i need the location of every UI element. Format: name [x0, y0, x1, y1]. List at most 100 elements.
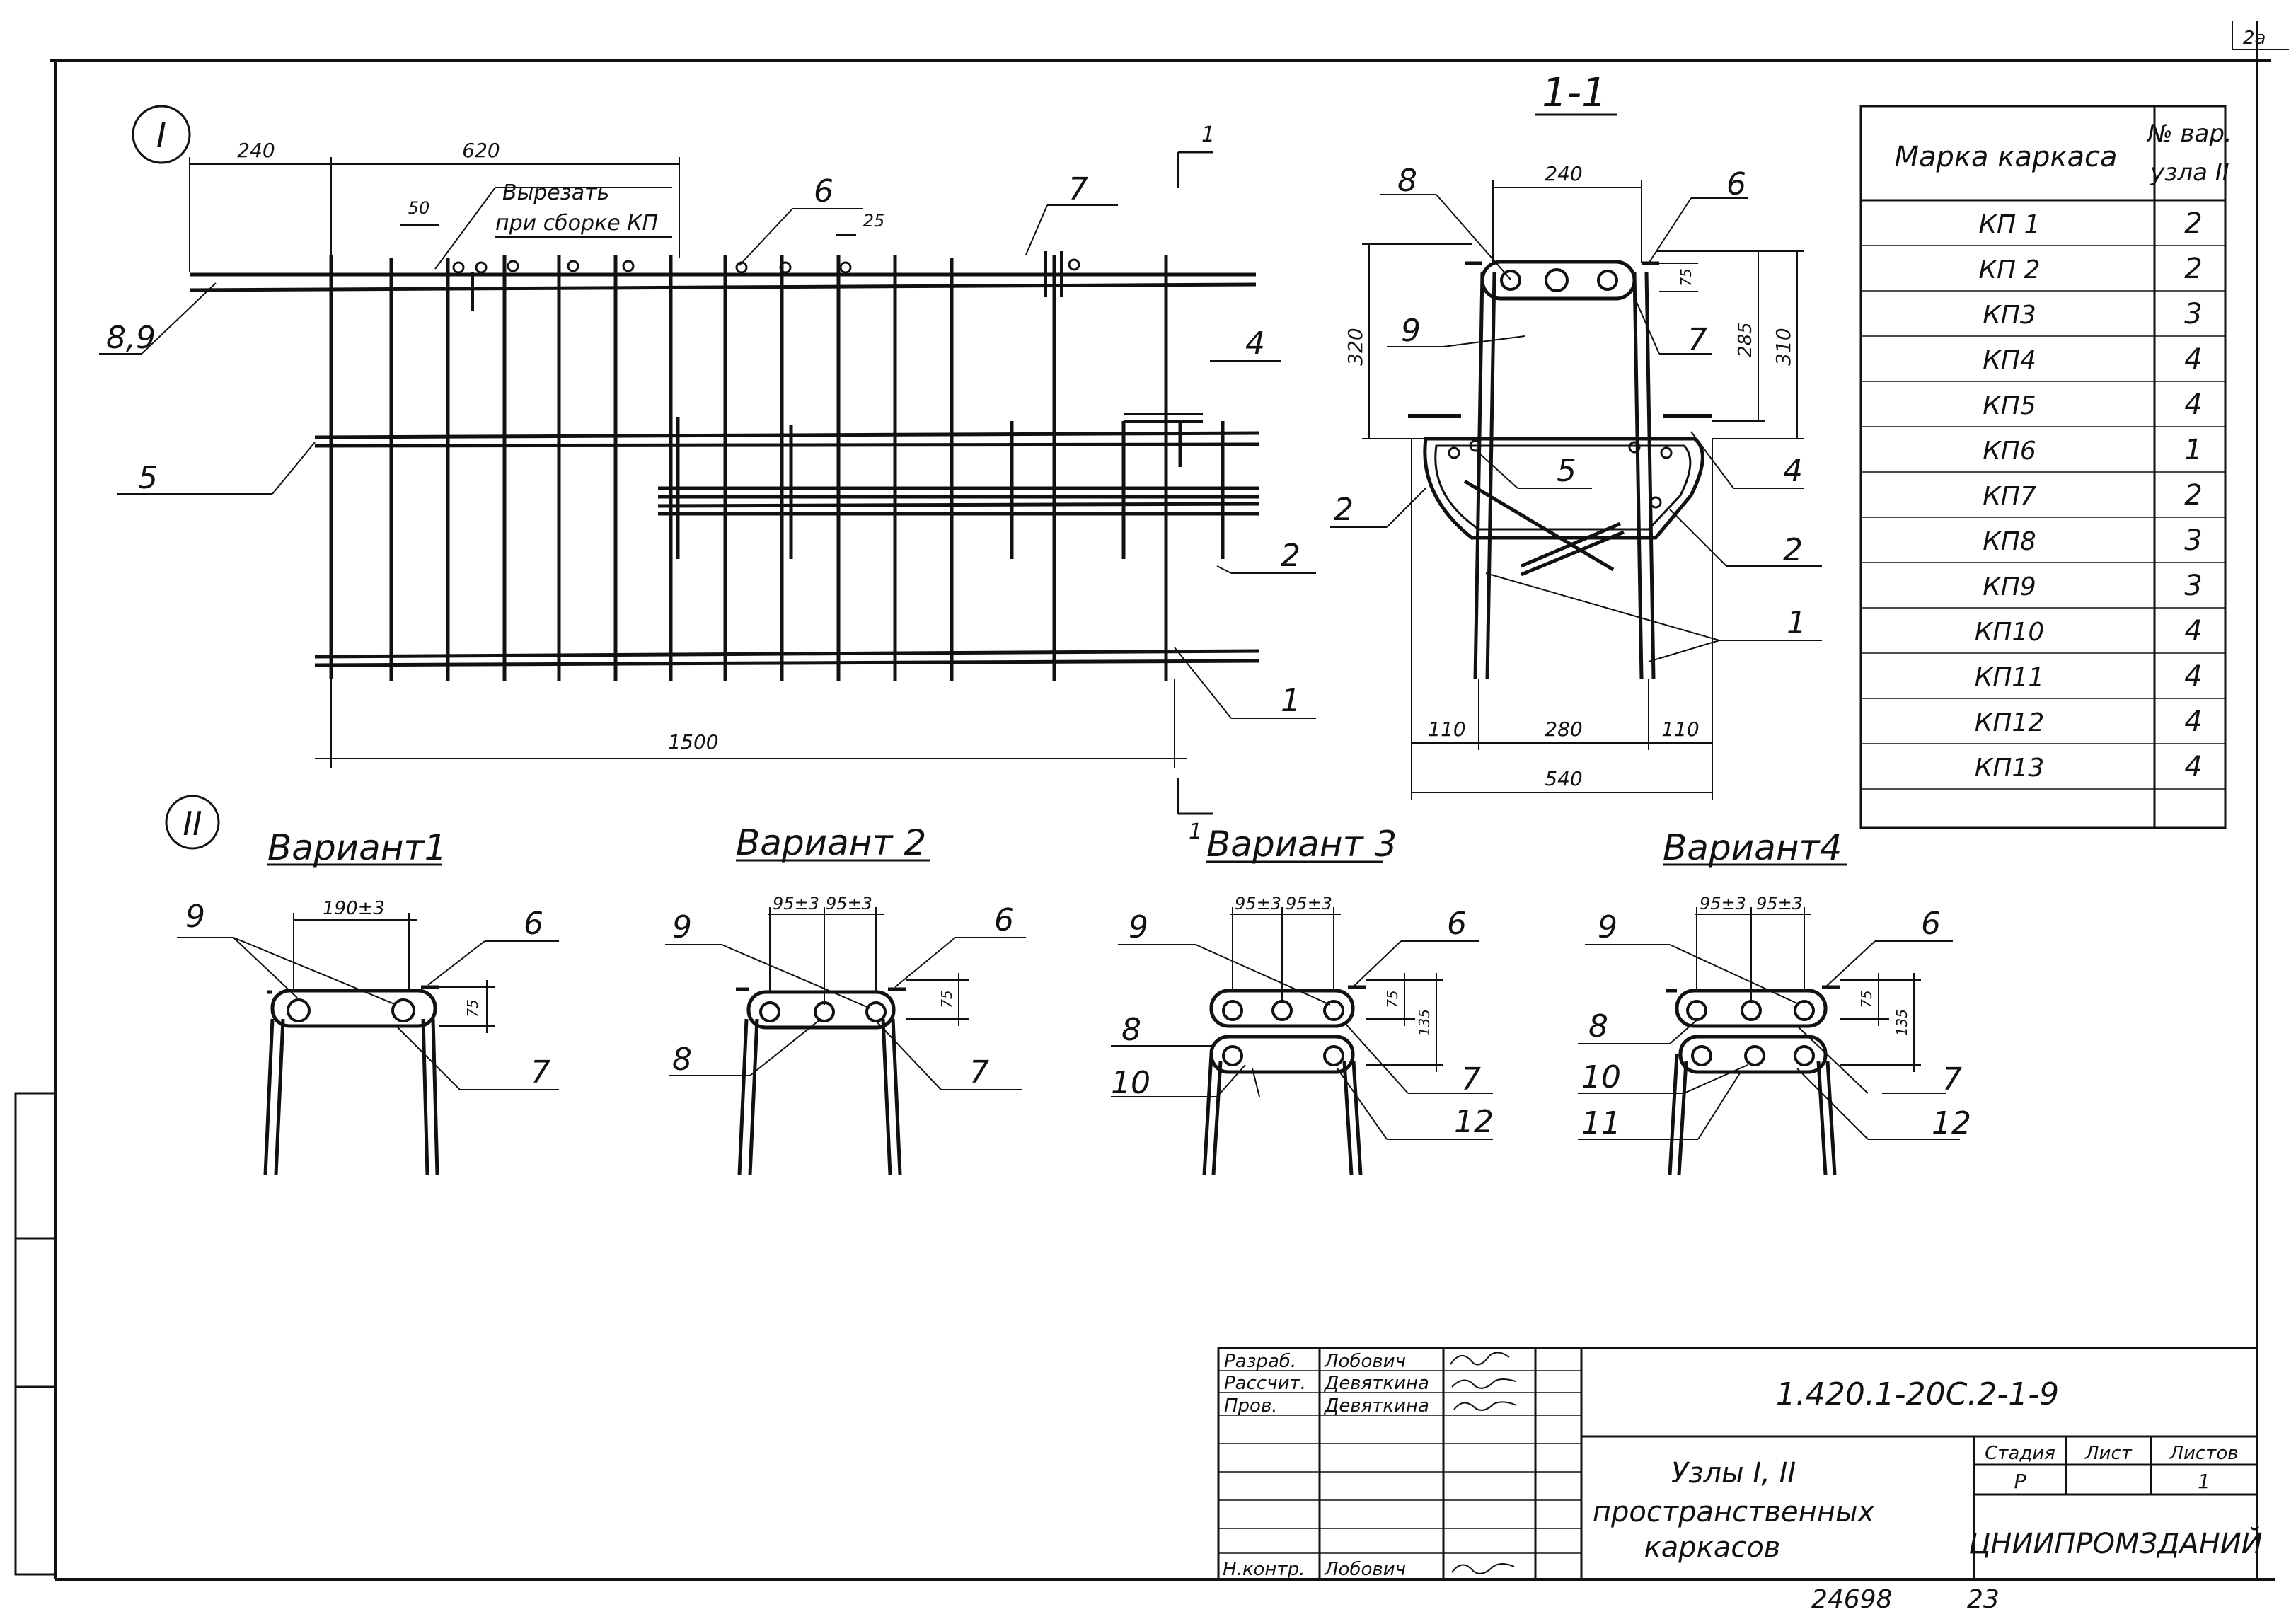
sec-label-5: 5 — [1557, 453, 1576, 489]
table-cell-mark: КП5 — [1983, 391, 2036, 420]
v1-label-9: 9 — [185, 899, 205, 935]
variant3-title: Вариант 3 — [1206, 824, 1397, 865]
v4-label-10: 10 — [1581, 1059, 1621, 1095]
sheet-frame — [50, 21, 2289, 1581]
v3-label-8: 8 — [1121, 1012, 1141, 1048]
tb-title-1: Узлы I, II — [1671, 1457, 1796, 1490]
tb-role-3: Пров. — [1224, 1395, 1278, 1417]
tb-stage-value: Р — [2014, 1470, 2026, 1493]
v2-label-7: 7 — [969, 1054, 989, 1090]
v1-dim-75: 75 — [464, 999, 481, 1017]
v4-label-6: 6 — [1921, 906, 1941, 942]
table-cell-variant: 3 — [2184, 524, 2202, 557]
sec-label-7: 7 — [1688, 322, 1707, 358]
sec-label-1: 1 — [1787, 605, 1806, 641]
node2-variants: II Вариант1 Вариант 2 Вариант 3 Вариант4 — [165, 795, 1971, 1175]
v4-label-7: 7 — [1942, 1061, 1962, 1097]
table-row: КП13 4 — [1975, 751, 2203, 783]
v2-label-6: 6 — [994, 902, 1014, 938]
v3-label-7: 7 — [1461, 1061, 1481, 1097]
v2-label-8: 8 — [672, 1042, 692, 1078]
v1-dim-190: 190±3 — [323, 898, 385, 919]
cross-detail — [471, 251, 1203, 423]
tb-sheet-label: Лист — [2084, 1443, 2133, 1464]
cut-mark-top: 1 — [1201, 122, 1215, 147]
table-cell-mark: КП3 — [1983, 301, 2036, 330]
v4-label-11: 11 — [1581, 1105, 1621, 1141]
table-cell-variant: 2 — [2184, 207, 2202, 240]
title-block: Разраб. Рассчит. Пров. Н.контр. Лобович … — [1217, 1347, 2263, 1581]
page-number: 23 — [1967, 1585, 2000, 1614]
node2-roman: II — [183, 805, 202, 843]
variant4-title: Вариант4 — [1663, 827, 1842, 868]
tb-name-1: Лобович — [1324, 1351, 1406, 1372]
table-cell-mark: КП7 — [1983, 482, 2036, 511]
tb-title-2: пространственных — [1593, 1496, 1875, 1528]
sec-label-8: 8 — [1397, 163, 1417, 199]
v4-label-8: 8 — [1588, 1008, 1608, 1044]
sec-dim-75: 75 — [1678, 268, 1695, 286]
node1-dimensions — [189, 157, 1187, 768]
variant3-drawing — [1202, 985, 1366, 1175]
tb-org: ЦНИИПРОМЗДАНИЙ — [1968, 1526, 2262, 1560]
table-cell-mark: КП13 — [1975, 754, 2044, 783]
v4-dim-75: 75 — [1858, 990, 1875, 1008]
tb-title-3: каркасов — [1644, 1531, 1781, 1564]
table-cell-mark: КП12 — [1975, 708, 2044, 737]
table-cell-variant: 4 — [2184, 751, 2202, 783]
variant2-drawing — [736, 987, 906, 1175]
corner-mark: 2a — [2243, 28, 2266, 49]
table-header-mark: Марка каркаса — [1894, 141, 2117, 173]
v2-dim-75: 75 — [938, 990, 955, 1008]
v3-dim-a: 95±3 — [1235, 894, 1281, 914]
sec-dim-310: 310 — [1772, 328, 1795, 365]
sec-label-6: 6 — [1726, 166, 1746, 202]
tb-role-4: Н.контр. — [1223, 1559, 1305, 1580]
sec-label-2-left: 2 — [1334, 492, 1354, 528]
table-cell-variant: 1 — [2184, 434, 2202, 466]
v1-label-6: 6 — [524, 906, 543, 942]
v3-dim-135: 135 — [1416, 1009, 1433, 1036]
tb-name-4: Лобович — [1324, 1559, 1406, 1580]
table-header-variant-2: узла II — [2150, 159, 2229, 187]
spacer-circles — [452, 258, 1080, 274]
tb-role-1: Разраб. — [1224, 1351, 1296, 1372]
node1-plan: I — [99, 105, 1316, 844]
v3-dim-b: 95±3 — [1286, 894, 1332, 914]
v3-label-6: 6 — [1447, 906, 1467, 942]
v3-label-12: 12 — [1454, 1104, 1494, 1140]
sec-label-2-right: 2 — [1783, 532, 1803, 568]
dim-620: 620 — [462, 139, 500, 162]
table-cell-variant: 3 — [2184, 298, 2202, 330]
dim-25: 25 — [863, 211, 885, 231]
table-cell-variant: 4 — [2184, 615, 2202, 647]
lower-short-bars — [676, 417, 1225, 559]
sec-dim-110-right: 110 — [1661, 718, 1699, 741]
section-dimensions — [1362, 180, 1804, 800]
sec-dim-240: 240 — [1545, 162, 1582, 185]
v1-label-7: 7 — [531, 1054, 550, 1090]
variant4-drawing — [1666, 985, 1840, 1175]
label-2: 2 — [1281, 538, 1300, 574]
label-5: 5 — [138, 460, 158, 496]
v3-label-10: 10 — [1111, 1065, 1150, 1101]
tb-stage-label: Стадия — [1985, 1443, 2055, 1464]
tb-role-2: Рассчит. — [1224, 1373, 1306, 1394]
variant1-drawing — [263, 985, 439, 1175]
variant2-title: Вариант 2 — [736, 822, 926, 863]
sec-label-9: 9 — [1401, 313, 1421, 349]
binding-strip — [14, 1092, 57, 1576]
node1-circle — [132, 105, 191, 164]
v2-dim-b: 95±3 — [826, 894, 872, 914]
label-6: 6 — [814, 173, 833, 209]
table-cell-mark: КП11 — [1975, 663, 2044, 692]
